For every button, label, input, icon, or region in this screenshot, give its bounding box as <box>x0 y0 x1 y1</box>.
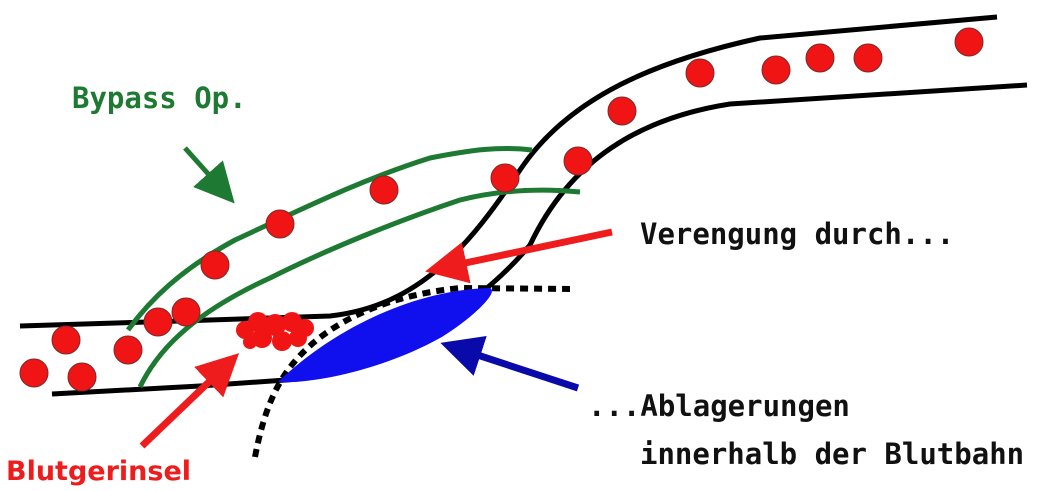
blood-cell-icon <box>370 176 398 204</box>
blood-cell-icon <box>172 298 200 326</box>
red-arrow-icon <box>142 358 234 446</box>
blood-cell-icon <box>955 28 983 56</box>
blood-cell-icon <box>20 359 48 387</box>
label-narrowing: Verengung durch... <box>640 220 954 249</box>
blood-cell-icon <box>854 44 882 72</box>
blood-cell-icon <box>266 210 294 238</box>
label-bypass: Bypass Op. <box>72 84 247 113</box>
green-arrow-icon <box>185 148 228 196</box>
blood-cell-icon <box>806 44 834 72</box>
label-deposits-line1: ...Ablagerungen <box>588 392 850 421</box>
blood-cell-icon <box>564 147 592 175</box>
blue-arrow-icon <box>447 345 578 388</box>
blood-cell-icon <box>608 97 636 125</box>
blood-cell-icon <box>491 164 519 192</box>
blood-cell-icon <box>144 308 172 336</box>
blood-cell-icon <box>762 56 790 84</box>
blood-cell-icon <box>52 326 80 354</box>
blood-cell-icon <box>201 251 229 279</box>
label-clot: Blutgerinsel <box>6 458 191 485</box>
blood-cell-icon <box>68 363 96 391</box>
blood-cell-icon <box>114 336 142 364</box>
label-deposits-line2: innerhalb der Blutbahn <box>640 440 1024 469</box>
blood-cell-icon <box>686 59 714 87</box>
